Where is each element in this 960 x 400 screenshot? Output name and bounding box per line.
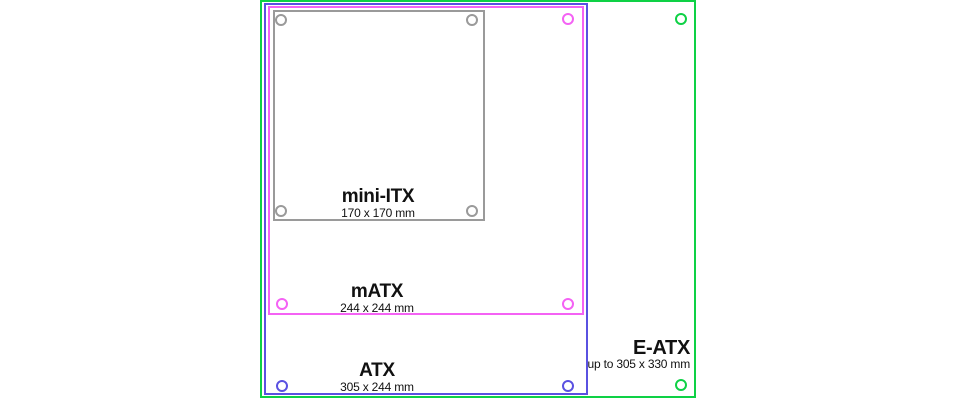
mini-itx-outline (273, 10, 485, 221)
eatx-outline (260, 0, 696, 398)
mini-itx-dimensions: 170 x 170 mm (341, 206, 415, 220)
mounting-hole-icon (465, 204, 478, 217)
mounting-hole-icon (561, 379, 574, 392)
matx-label-group: mATX 244 x 244 mm (340, 281, 414, 315)
mounting-hole-icon (275, 297, 288, 310)
mounting-hole-icon (274, 13, 287, 26)
atx-label-group: ATX 305 x 244 mm (340, 360, 414, 394)
mounting-hole-icon (561, 297, 574, 310)
mounting-hole-icon (275, 379, 288, 392)
eatx-dimensions: up to 305 x 330 mm (587, 357, 691, 371)
eatx-label: E-ATX (632, 337, 690, 359)
matx-dimensions: 244 x 244 mm (340, 301, 414, 315)
matx-label: mATX (350, 281, 404, 302)
mini-itx-label: mini-ITX (341, 186, 415, 207)
mounting-hole-icon (274, 204, 287, 217)
atx-outline (264, 3, 588, 395)
mounting-hole-icon (674, 12, 687, 25)
atx-dimensions: 305 x 244 mm (340, 380, 414, 394)
mini-itx-label-group: mini-ITX 170 x 170 mm (341, 186, 415, 220)
mounting-hole-icon (561, 12, 574, 25)
matx-outline (268, 6, 584, 315)
eatx-label-group: E-ATX up to 305 x 330 mm (587, 337, 691, 371)
mounting-hole-icon (465, 13, 478, 26)
mounting-hole-icon (674, 378, 687, 391)
atx-label: ATX (359, 360, 395, 381)
